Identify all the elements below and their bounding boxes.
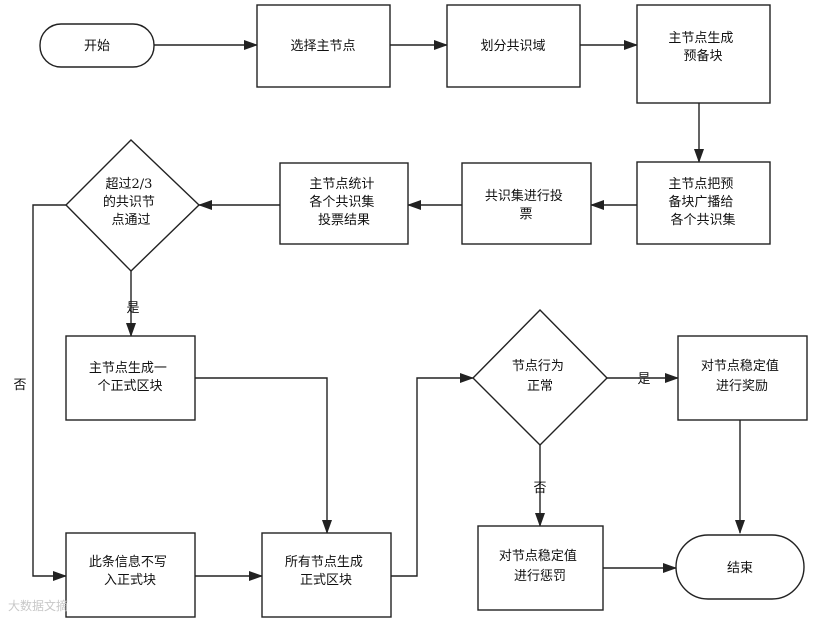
- broadcast-line-1: 主节点把预: [668, 177, 733, 192]
- label-no-normal: 否: [533, 481, 546, 496]
- edge-check-no: [32, 204, 67, 581]
- formal-block-line-1: 主节点生成一: [89, 361, 167, 376]
- label-no-two-thirds: 否: [13, 378, 26, 393]
- not-written-node: 此条信息不写 入正式块: [65, 532, 196, 618]
- reward-line-1: 对节点稳定值: [701, 358, 779, 374]
- punish-line-2: 进行惩罚: [514, 569, 566, 584]
- punish-label: 对节点稳定值 进行惩罚: [499, 548, 581, 584]
- tally-line-2: 各个共识集: [309, 194, 374, 210]
- check-two-thirds-line-3: 点通过: [111, 213, 150, 228]
- check-two-thirds-line-2: 的共识节: [103, 194, 155, 210]
- gen-preblock-line-2: 预备块: [683, 48, 722, 64]
- reward-label: 对节点稳定值 进行奖励: [701, 358, 783, 394]
- start-node: 开始: [39, 23, 155, 68]
- select-master-node: 选择主节点: [256, 4, 391, 88]
- edge-all-to-behavior: [391, 373, 474, 577]
- start-label: 开始: [84, 39, 110, 54]
- tally-line-3: 投票结果: [318, 212, 370, 228]
- not-written-line-1: 此条信息不写: [89, 554, 167, 570]
- reward-line-2: 进行奖励: [716, 379, 768, 394]
- vote-label: 共识集进行投 票: [485, 188, 567, 222]
- all-nodes-formal-line-2: 正式区块: [300, 573, 352, 588]
- punish-node: 对节点稳定值 进行惩罚: [477, 525, 604, 611]
- behavior-normal-decision: 节点行为 正常: [472, 309, 608, 446]
- not-written-label: 此条信息不写 入正式块: [89, 554, 171, 588]
- end-label: 结束: [727, 561, 753, 576]
- watermark: 大数据文摘: [8, 599, 69, 613]
- tally-node: 主节点统计 各个共识集 投票结果: [279, 162, 409, 245]
- all-nodes-formal-line-1: 所有节点生成: [285, 555, 363, 570]
- divide-domains-label: 划分共识域: [480, 39, 545, 54]
- end-node: 结束: [675, 534, 805, 600]
- all-nodes-formal-node: 所有节点生成 正式区块: [261, 532, 392, 618]
- gen-preblock-line-1: 主节点生成: [668, 31, 733, 46]
- vote-node: 共识集进行投 票: [461, 162, 592, 245]
- gen-preblock-node: 主节点生成 预备块: [636, 4, 771, 104]
- check-two-thirds-label: 超过2/3 的共识节 点通过: [103, 177, 159, 228]
- vote-line-2: 票: [519, 207, 532, 222]
- formal-block-line-2: 个正式区块: [97, 379, 162, 394]
- edge-formal-to-all: [195, 377, 332, 534]
- tally-line-1: 主节点统计: [309, 177, 374, 192]
- broadcast-line-2: 备块广播给: [668, 194, 733, 210]
- label-yes-two-thirds: 是: [126, 301, 139, 316]
- vote-line-1: 共识集进行投: [485, 188, 563, 204]
- check-two-thirds-decision: 超过2/3 的共识节 点通过: [65, 139, 201, 272]
- not-written-line-2: 入正式块: [104, 573, 156, 588]
- punish-line-1: 对节点稳定值: [499, 548, 577, 564]
- divide-domains-node: 划分共识域: [446, 4, 581, 88]
- behavior-normal-line-1: 节点行为: [512, 359, 564, 374]
- broadcast-label: 主节点把预 备块广播给 各个共识集: [668, 177, 737, 228]
- broadcast-line-3: 各个共识集: [670, 212, 735, 228]
- reward-node: 对节点稳定值 进行奖励: [677, 335, 808, 421]
- gen-preblock-label: 主节点生成 预备块: [668, 31, 737, 64]
- tally-label: 主节点统计 各个共识集 投票结果: [309, 177, 378, 228]
- formal-block-node: 主节点生成一 个正式区块: [65, 335, 196, 421]
- broadcast-node: 主节点把预 备块广播给 各个共识集: [636, 161, 771, 245]
- formal-block-label: 主节点生成一 个正式区块: [89, 361, 171, 394]
- label-yes-normal: 是: [637, 372, 650, 387]
- behavior-normal-label: 节点行为 正常: [512, 359, 568, 394]
- check-two-thirds-line-1: 超过2/3: [105, 177, 152, 192]
- select-master-label: 选择主节点: [290, 39, 355, 54]
- flow-edges: [32, 40, 745, 581]
- behavior-normal-line-2: 正常: [527, 379, 553, 394]
- all-nodes-formal-label: 所有节点生成 正式区块: [285, 555, 367, 588]
